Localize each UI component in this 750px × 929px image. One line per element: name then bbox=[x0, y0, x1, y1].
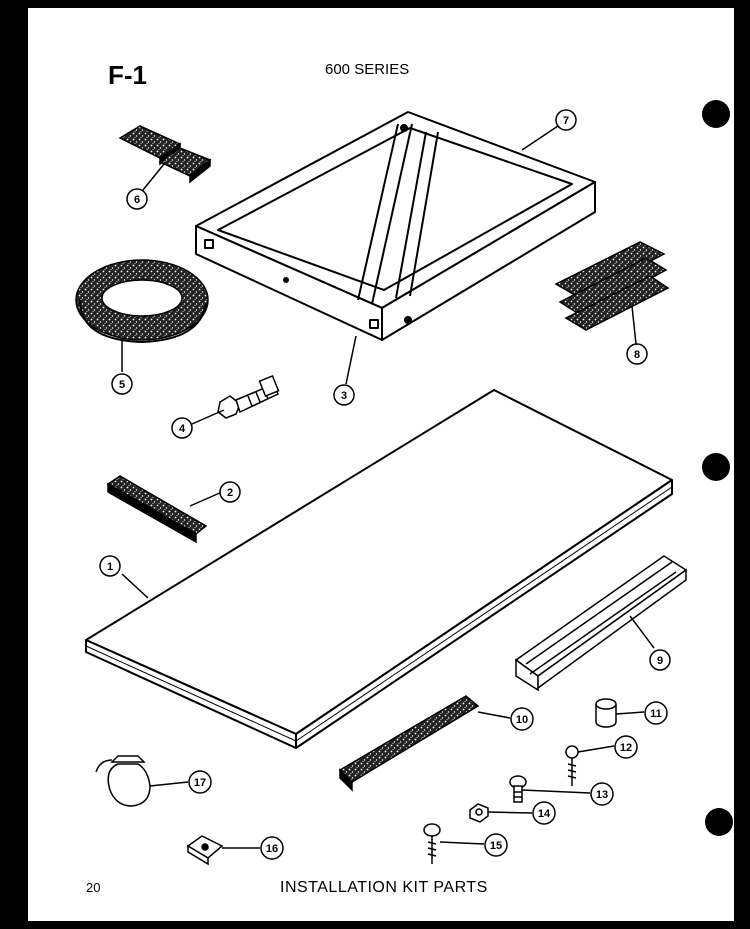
svg-text:1: 1 bbox=[107, 561, 113, 573]
leader-lines bbox=[121, 125, 655, 849]
page-number: 20 bbox=[86, 880, 101, 895]
board-part-1 bbox=[85, 389, 673, 749]
bolt-part-4 bbox=[217, 374, 280, 419]
svg-text:6: 6 bbox=[134, 194, 140, 206]
svg-text:9: 9 bbox=[657, 655, 663, 667]
callout-8: 8 bbox=[626, 343, 648, 365]
page-caption: INSTALLATION KIT PARTS bbox=[280, 879, 488, 896]
clip-part-16 bbox=[186, 835, 224, 866]
svg-text:17: 17 bbox=[194, 777, 206, 789]
foam-pads-part-6 bbox=[118, 125, 212, 184]
callout-13: 13 bbox=[590, 782, 614, 806]
foam-bar-part-2 bbox=[106, 475, 208, 544]
callout-1: 1 bbox=[99, 555, 121, 577]
foam-coil-part-5 bbox=[75, 259, 209, 344]
screw-part-15 bbox=[423, 823, 441, 864]
callout-12: 12 bbox=[614, 735, 638, 759]
thumb-screw-part-13 bbox=[509, 775, 527, 803]
punch-hole-top bbox=[702, 100, 730, 128]
callout-15: 15 bbox=[484, 833, 508, 857]
screw-part-12 bbox=[565, 745, 579, 786]
svg-text:16: 16 bbox=[266, 843, 278, 855]
callout-5: 5 bbox=[111, 373, 133, 395]
callout-4: 4 bbox=[171, 417, 193, 439]
svg-text:10: 10 bbox=[516, 714, 528, 726]
callout-14: 14 bbox=[532, 801, 556, 825]
callout-3: 3 bbox=[333, 384, 355, 406]
punch-hole-bottom bbox=[705, 808, 733, 836]
svg-text:13: 13 bbox=[596, 789, 608, 801]
bag-part-17 bbox=[95, 755, 151, 807]
svg-text:11: 11 bbox=[650, 708, 662, 720]
svg-text:5: 5 bbox=[119, 379, 125, 391]
figure-id: F-1 bbox=[108, 60, 147, 90]
callout-16: 16 bbox=[260, 836, 284, 860]
svg-text:8: 8 bbox=[634, 349, 640, 361]
svg-text:12: 12 bbox=[620, 742, 632, 754]
punch-hole-middle bbox=[702, 453, 730, 481]
callout-6: 6 bbox=[126, 188, 148, 210]
svg-text:7: 7 bbox=[563, 115, 569, 127]
callout-17: 17 bbox=[188, 770, 212, 794]
cylinder-part-11 bbox=[595, 698, 617, 728]
callout-11: 11 bbox=[644, 701, 668, 725]
svg-text:2: 2 bbox=[227, 487, 233, 499]
callout-2: 2 bbox=[219, 481, 241, 503]
foam-strips-part-8 bbox=[554, 241, 670, 331]
svg-text:3: 3 bbox=[341, 390, 347, 402]
channel-rail-part-9 bbox=[514, 555, 688, 692]
frame-part-7 bbox=[195, 111, 596, 341]
callout-7: 7 bbox=[555, 109, 577, 131]
svg-text:15: 15 bbox=[490, 840, 502, 852]
callout-10: 10 bbox=[510, 707, 534, 731]
foam-strip-part-10 bbox=[338, 695, 480, 792]
nut-part-14 bbox=[469, 803, 489, 823]
svg-text:4: 4 bbox=[179, 423, 186, 435]
series-title: 600 SERIES bbox=[325, 61, 410, 78]
svg-text:14: 14 bbox=[538, 808, 551, 820]
callout-9: 9 bbox=[649, 649, 671, 671]
